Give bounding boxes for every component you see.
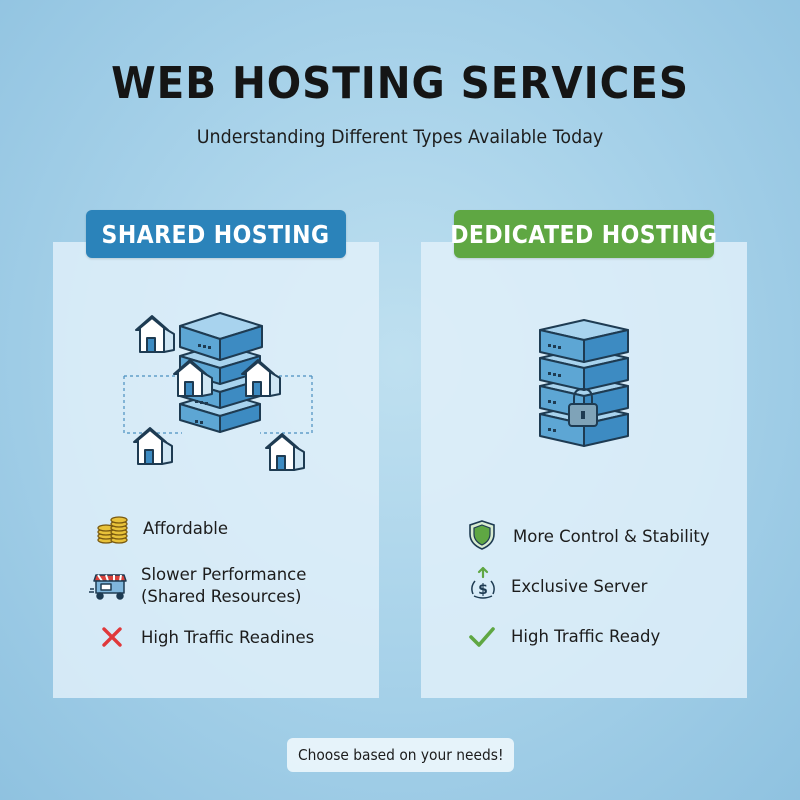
feature-more-control-stability: More Control & Stability — [513, 527, 710, 546]
footer-note: Choose based on your needs! — [287, 738, 514, 772]
check-icon — [469, 627, 495, 647]
svg-text:$: $ — [478, 582, 488, 598]
coins-icon — [97, 516, 128, 544]
feature-high-traffic-readiness: High Traffic Readines — [141, 628, 315, 647]
feature-exclusive-server: Exclusive Server — [511, 577, 648, 596]
feature-affordable: Affordable — [143, 519, 229, 538]
padlock-icon — [568, 387, 598, 427]
feature-slower-performance: Slower Performance (Shared Resources) — [141, 565, 307, 606]
dollar-growth-icon: $ — [471, 566, 495, 599]
page-subtitle: Understanding Different Types Available … — [196, 126, 604, 148]
dedicated-hosting-card — [421, 242, 747, 698]
shared-servers-houses-illustration — [123, 312, 313, 471]
dedicated-hosting-badge: DEDICATED HOSTING — [450, 210, 717, 258]
shield-icon — [469, 520, 495, 550]
feature-high-traffic-ready: High Traffic Ready — [511, 627, 661, 646]
page-title: WEB HOSTING SERVICES — [111, 58, 689, 109]
dedicated-server-lock-illustration — [539, 319, 629, 447]
shared-hosting-badge: SHARED HOSTING — [86, 210, 346, 258]
x-mark-icon — [102, 627, 122, 647]
slow-cart-icon — [89, 574, 127, 600]
